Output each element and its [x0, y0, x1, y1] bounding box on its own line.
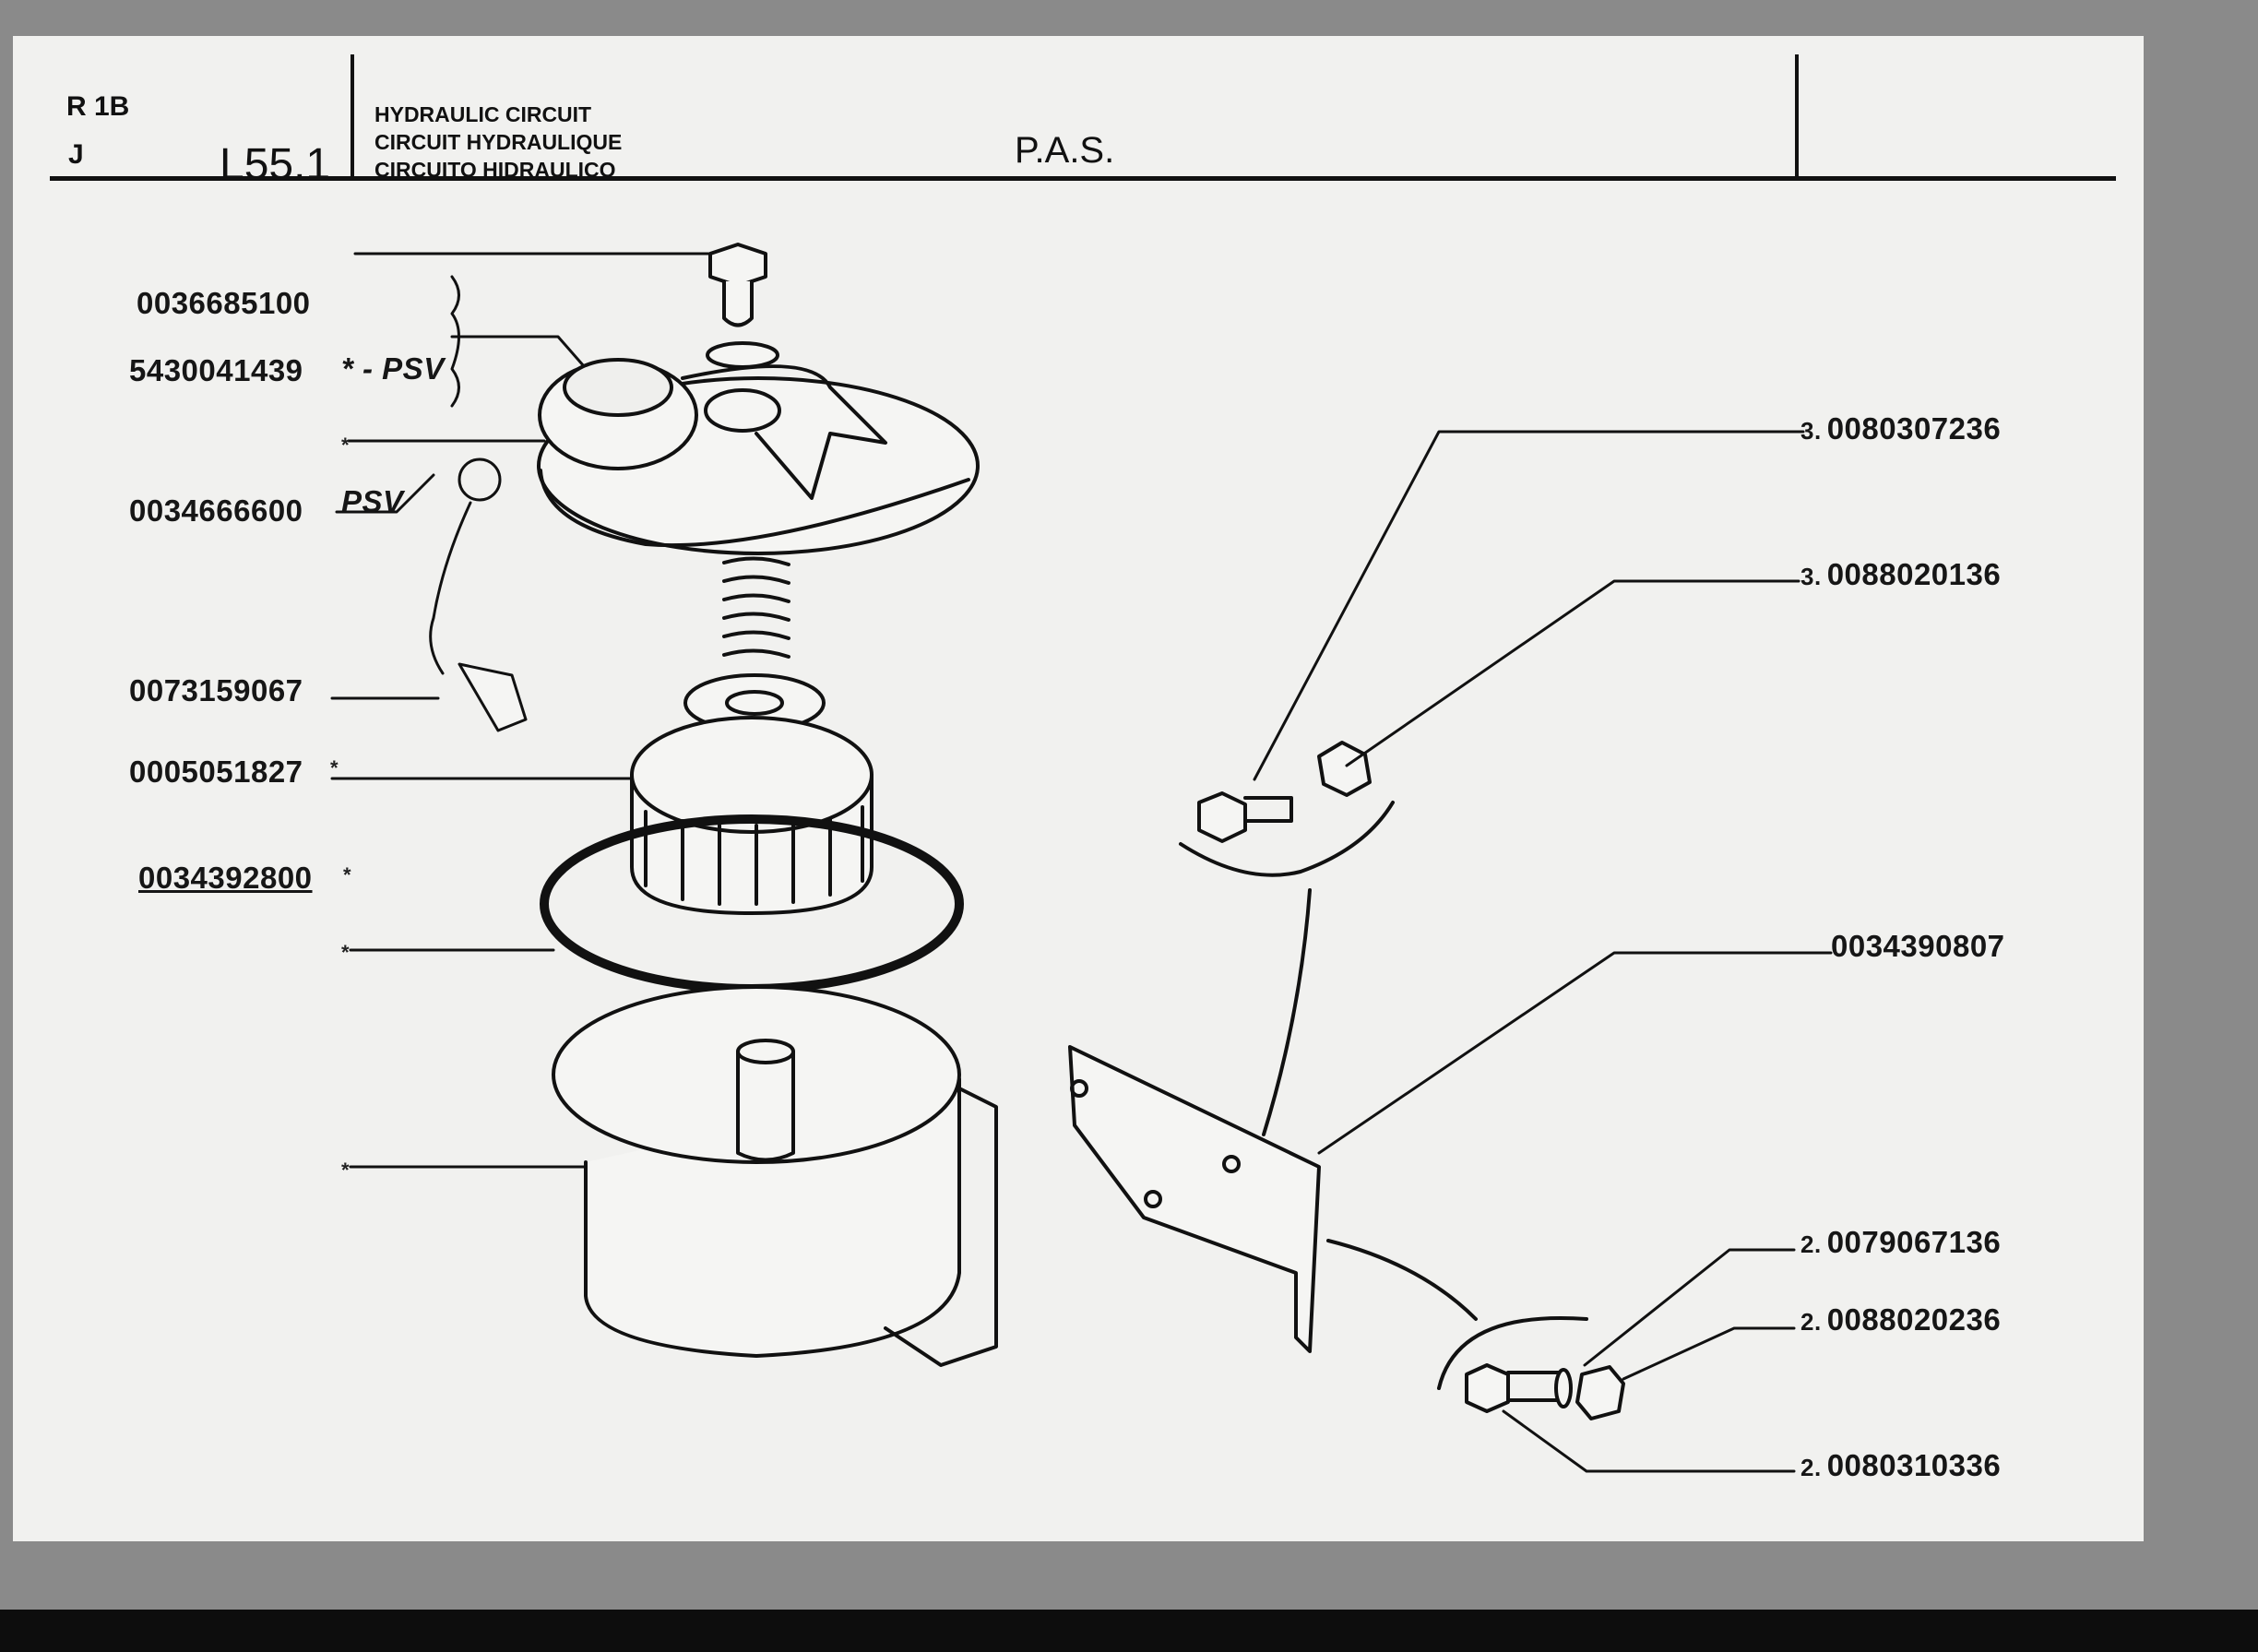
section-title-fr: CIRCUIT HYDRAULIQUE [374, 130, 623, 154]
part-qty: 3. [1800, 563, 1822, 590]
part-ref: 0080310336 [1826, 1448, 2002, 1482]
part-note-cap: * - PSV [341, 351, 445, 386]
part-ref-filter: 0005051827 [129, 755, 303, 789]
part-note-ring: * [341, 941, 350, 964]
part-note-chain: PSV [341, 484, 404, 518]
part-ref: 0088020136 [1826, 557, 2002, 591]
page-title: P.A.S. [1015, 130, 1115, 171]
part-ref: 0080307236 [1826, 411, 2002, 446]
part-ref: 0079067136 [1826, 1225, 2002, 1259]
variant-code: J [68, 139, 84, 170]
cap-bolt [706, 243, 779, 369]
mounting-bracket [1068, 1045, 1321, 1353]
bolt-nut-lower [1326, 1239, 1625, 1420]
section-title-en: HYDRAULIC CIRCUIT [374, 102, 592, 126]
header-divider-left [351, 54, 354, 178]
header-rule [50, 176, 2116, 181]
reservoir-body [552, 985, 998, 1367]
part-qty: 2. [1800, 1230, 1822, 1258]
filler-cap [537, 358, 980, 555]
part-note-gasket: * [341, 434, 350, 457]
part-ref-cap: 5430041439 [129, 353, 303, 387]
part-ref-bolt-lower: 2.0080310336 [1800, 1448, 2001, 1483]
part-qty: 3. [1800, 417, 1822, 445]
part-ref-nut-upper: 3.0088020136 [1800, 557, 2001, 592]
header-divider-right [1795, 54, 1799, 178]
leader-lines-left [330, 252, 749, 1169]
parts-sheet: R 1B J L55.1 HYDRAULIC CIRCUIT CIRCUIT H… [13, 36, 2144, 1541]
part-ref-washer-lower: 2.0088020236 [1800, 1302, 2001, 1337]
part-qty: 2. [1800, 1308, 1822, 1336]
leader-lines-right [1253, 430, 1833, 1473]
filter-element [630, 716, 873, 915]
part-ref-cap-bolt: 0036685100 [137, 286, 311, 320]
model-code: R 1B [66, 91, 130, 122]
part-ref-chain: 0034666600 [129, 493, 303, 528]
part-ref-tag: 0073159067 [129, 673, 303, 707]
part-qty: 2. [1800, 1454, 1822, 1481]
part-ref-bolt-upper: 3.0080307236 [1800, 411, 2001, 446]
part-ref-seal: 0034392800 [138, 861, 313, 895]
part-ref: 0088020236 [1826, 1302, 2002, 1337]
part-note-filter: * [330, 756, 339, 779]
part-ref-bracket: 0034390807 [1831, 929, 2005, 964]
bolt-nut-upper [1179, 741, 1395, 1136]
plate-number: L55.1 [220, 140, 331, 189]
part-ref-nut-lower: 2.0079067136 [1800, 1225, 2001, 1260]
spring [683, 556, 826, 732]
part-note-seal: * [343, 863, 351, 886]
part-ref: 0034390807 [1831, 929, 2005, 963]
cap-chain [429, 458, 528, 732]
part-note-reservoir: * [341, 1159, 350, 1182]
